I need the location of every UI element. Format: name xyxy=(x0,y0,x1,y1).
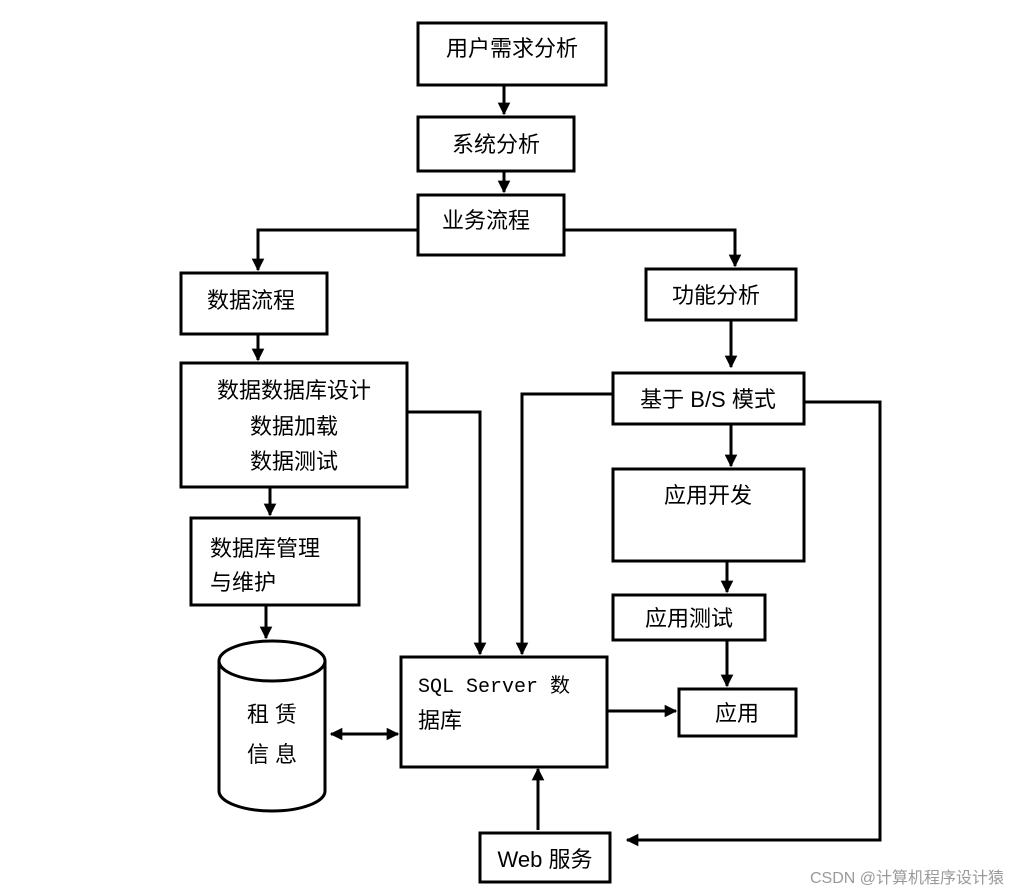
node-db-design-line-1: 数据数据库设计 xyxy=(217,378,371,403)
node-business-process: 业务流程 xyxy=(416,193,566,257)
node-sql-server-db: SQL Server 数 据库 xyxy=(399,655,609,769)
arrow-bs-mode-to-sql-server xyxy=(515,392,613,656)
node-application-label: 应用 xyxy=(715,701,759,726)
node-rental-info-cylinder: 租 赁 信 息 xyxy=(217,639,327,813)
node-system-analysis-label: 系统分析 xyxy=(452,132,540,157)
arrow-db-design-to-sql-server xyxy=(407,410,487,656)
arrow-business-process-to-function-analysis xyxy=(565,228,742,268)
node-db-design-line-3: 数据测试 xyxy=(250,449,338,474)
node-requirements-analysis: 用户需求分析 xyxy=(416,21,608,87)
node-function-analysis: 功能分析 xyxy=(644,267,798,322)
node-app-testing: 应用测试 xyxy=(611,593,767,642)
node-db-management-line-2: 与维护 xyxy=(210,570,276,595)
node-app-development-label: 应用开发 xyxy=(664,483,752,508)
node-business-process-label: 业务流程 xyxy=(442,208,530,233)
node-requirements-analysis-label: 用户需求分析 xyxy=(446,36,578,61)
node-app-development: 应用开发 xyxy=(611,467,806,563)
node-function-analysis-label: 功能分析 xyxy=(672,283,760,308)
node-sql-server-db-line-1: SQL Server 数 xyxy=(418,674,570,699)
node-db-management-line-1: 数据库管理 xyxy=(210,536,320,561)
node-bs-mode: 基于 B/S 模式 xyxy=(611,371,806,426)
arrow-bs-mode-to-web-service xyxy=(625,400,882,847)
node-rental-info-line-2: 信 息 xyxy=(247,742,297,767)
node-data-process-label: 数据流程 xyxy=(207,288,295,313)
node-sql-server-db-line-2: 据库 xyxy=(418,708,462,733)
node-db-design: 数据数据库设计 数据加载 数据测试 xyxy=(179,361,409,489)
connectors xyxy=(251,86,882,847)
node-data-process: 数据流程 xyxy=(179,271,329,336)
node-application: 应用 xyxy=(677,687,798,738)
node-db-design-line-2: 数据加载 xyxy=(250,414,338,439)
node-web-service-label: Web 服务 xyxy=(498,847,593,872)
node-web-service: Web 服务 xyxy=(478,831,612,884)
node-bs-mode-label: 基于 B/S 模式 xyxy=(640,387,776,412)
arrow-business-process-to-data-process xyxy=(251,228,418,272)
watermark-text: CSDN @计算机程序设计猿 xyxy=(810,868,1004,887)
node-app-testing-label: 应用测试 xyxy=(645,606,733,631)
node-db-management: 数据库管理 与维护 xyxy=(189,516,361,607)
node-system-analysis: 系统分析 xyxy=(416,115,576,173)
node-rental-info-line-1: 租 赁 xyxy=(247,702,297,727)
